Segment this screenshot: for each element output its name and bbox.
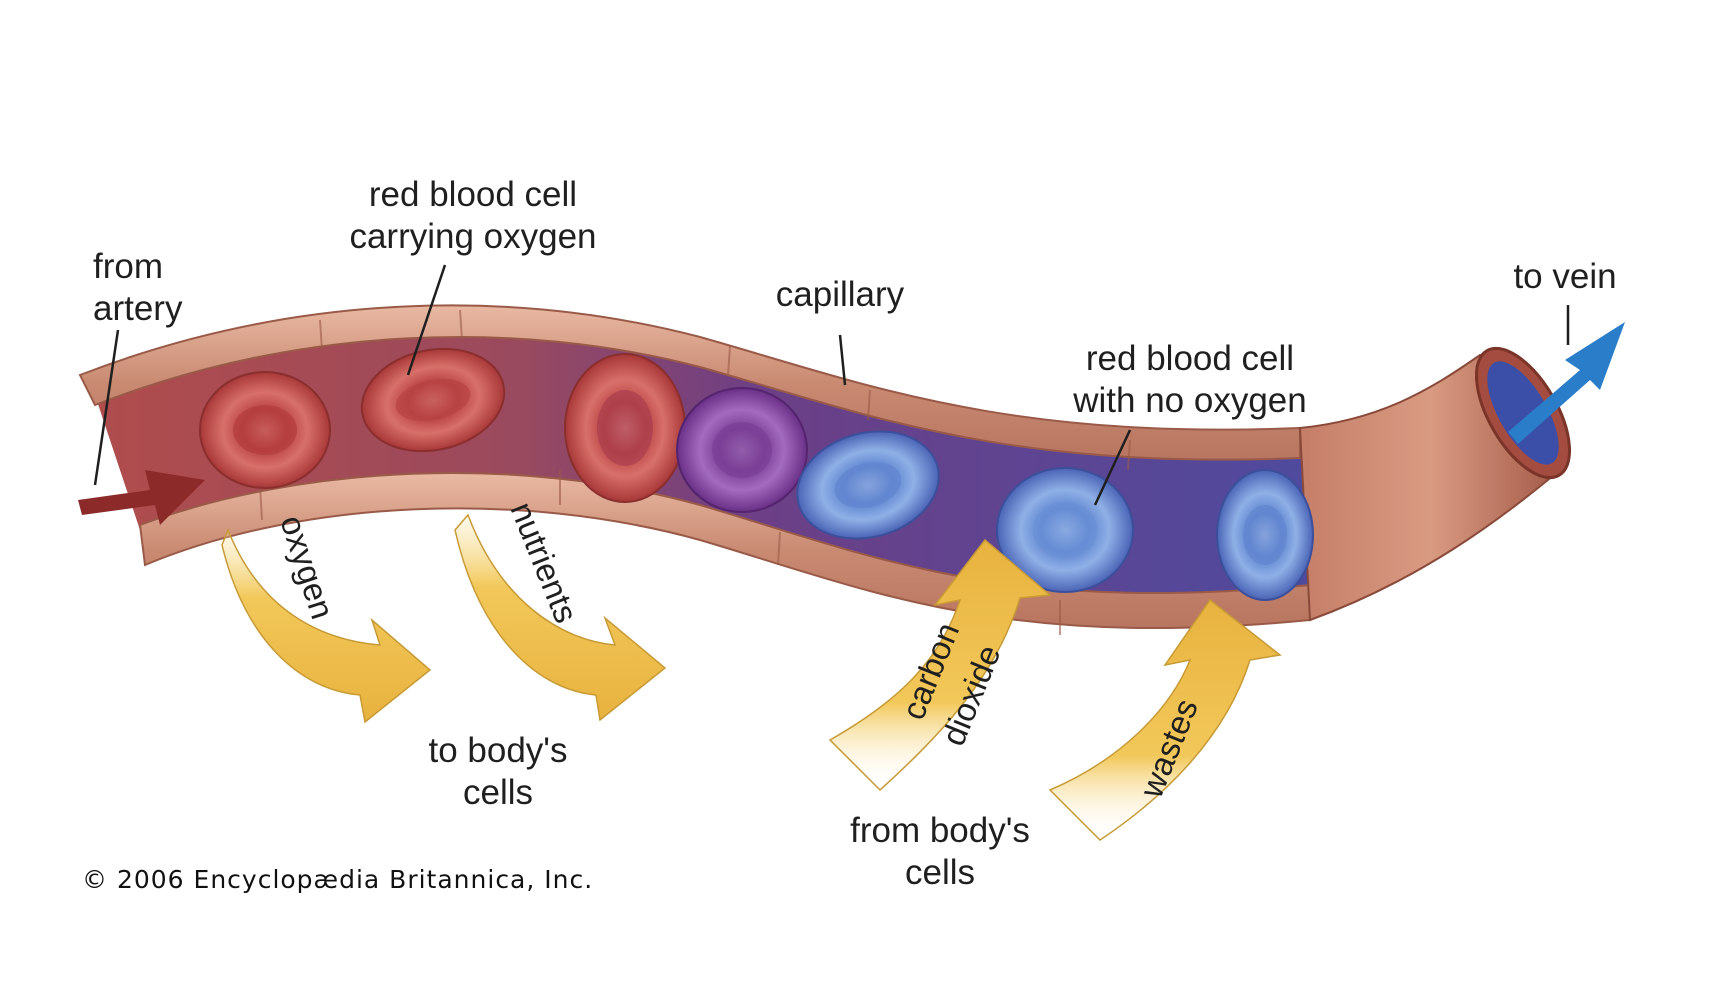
nutrients-arrow bbox=[454, 513, 667, 722]
rbc-oxygen-label-line2: carrying oxygen bbox=[349, 217, 596, 256]
wastes-arrow bbox=[1048, 598, 1282, 841]
carbon-dioxide-arrow bbox=[828, 538, 1052, 792]
wall-segment-lines bbox=[259, 309, 1131, 635]
vessel-wall-top bbox=[78, 304, 1301, 461]
from-cells-label-line2: cells bbox=[905, 853, 975, 892]
to-cells-label-line1: to body's bbox=[429, 731, 568, 770]
rbc-2-oxygenated bbox=[360, 347, 506, 453]
from-cells-label-line1: from body's bbox=[850, 811, 1030, 850]
outflow-arrow bbox=[1508, 322, 1625, 444]
leader-lines bbox=[93, 264, 1570, 506]
rbc-5 bbox=[796, 430, 940, 540]
rbc-oxygen-label-line1: red blood cell bbox=[369, 175, 577, 214]
oxygen-arrow-label: oxygen bbox=[273, 511, 341, 624]
rbc-no-oxygen-label-line1: red blood cell bbox=[1086, 339, 1294, 378]
rbc-4 bbox=[676, 387, 808, 513]
rbc-3 bbox=[564, 353, 686, 503]
to-vein-label: to vein bbox=[1513, 257, 1616, 296]
inflow-arrow bbox=[78, 470, 205, 525]
copyright-credit: © 2006 Encyclopædia Britannica, Inc. bbox=[82, 865, 593, 894]
oxygen-arrow bbox=[221, 527, 432, 724]
rbc-7 bbox=[1216, 469, 1314, 601]
rbc-no-oxygen-label-line2: with no oxygen bbox=[1072, 381, 1306, 420]
from-artery-label-line2: artery bbox=[93, 289, 183, 328]
capillary-label: capillary bbox=[776, 275, 905, 314]
vessel-outlet bbox=[1298, 346, 1572, 622]
from-artery-label-line1: from bbox=[93, 247, 163, 286]
rbc-1 bbox=[199, 371, 331, 489]
to-cells-label-line2: cells bbox=[463, 773, 533, 812]
